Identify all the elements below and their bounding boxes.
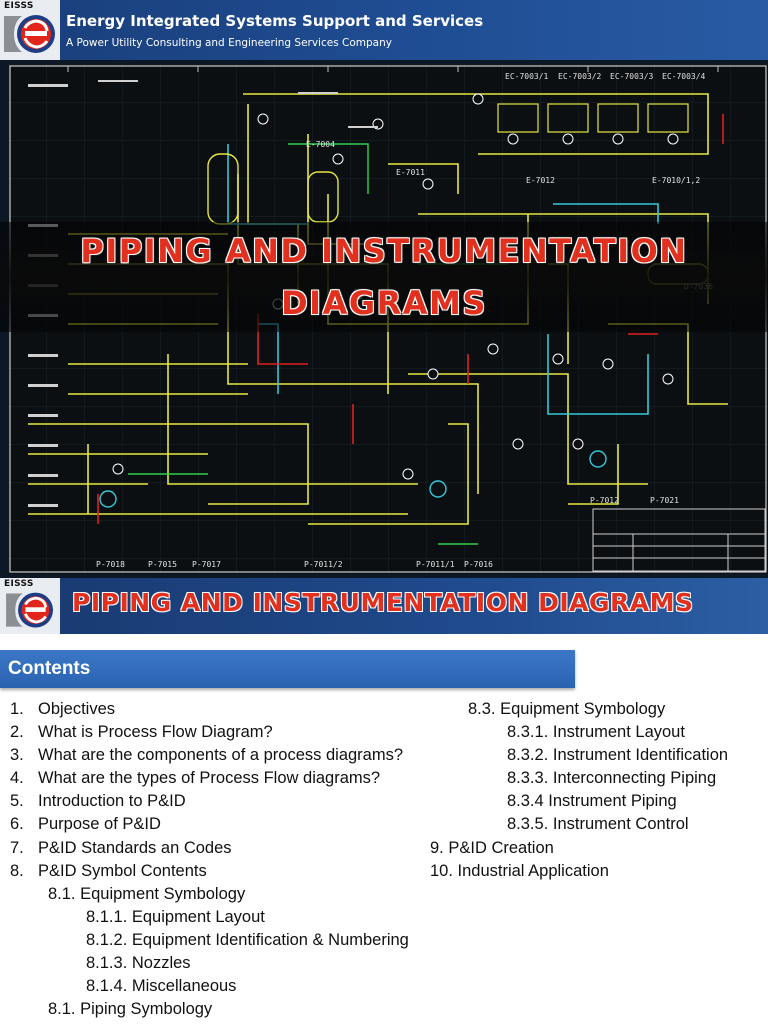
- contents-list-right: 8.3. Equipment Symbology 8.3.1. Instrume…: [430, 698, 728, 883]
- logo-text: EISSS: [4, 579, 34, 589]
- cover-title-line2: DIAGRAMS: [281, 284, 487, 322]
- title-band: [0, 222, 768, 332]
- slide-header: EISSS PIPING AND INSTRUMENTATION DIAGRAM…: [0, 578, 768, 634]
- list-item: 8.1.4. Miscellaneous: [86, 977, 237, 996]
- list-item: 6.Purpose of P&ID: [10, 815, 161, 834]
- list-item: 8.3.3. Interconnecting Piping: [507, 769, 717, 788]
- list-item: 8.1. Piping Symbology: [48, 1000, 213, 1019]
- list-item: 5.Introduction to P&ID: [10, 792, 186, 811]
- list-item: 7.P&ID Standards an Codes: [10, 838, 232, 857]
- logo-text: EISSS: [4, 1, 34, 11]
- logo-emblem-icon: [4, 15, 55, 53]
- list-item: 8.1. Equipment Symbology: [48, 884, 246, 903]
- list-item: 8.3.5. Instrument Control: [507, 815, 689, 834]
- list-item: 4.What are the types of Process Flow dia…: [10, 769, 381, 788]
- list-item: 8.3. Equipment Symbology: [468, 700, 666, 718]
- list-item: 3.What are the components of a process d…: [10, 746, 404, 765]
- list-item: 8.P&ID Symbol Contents: [10, 861, 207, 880]
- company-name: Energy Integrated Systems Support and Se…: [66, 12, 484, 30]
- company-logo: EISSS: [0, 0, 60, 60]
- list-item: 8.1.2. Equipment Identification & Number…: [86, 930, 409, 949]
- slide-title: PIPING AND INSTRUMENTATION DIAGRAMS: [72, 588, 694, 617]
- contents-slide: EISSS PIPING AND INSTRUMENTATION DIAGRAM…: [0, 578, 768, 1024]
- list-item: 8.1.3. Nozzles: [86, 954, 191, 973]
- list-item: 9. P&ID Creation: [430, 838, 554, 857]
- list-item: 10. Industrial Application: [430, 861, 609, 880]
- contents-label: Contents: [8, 658, 91, 679]
- company-header: EISSS Energy Integrated Systems Support …: [0, 0, 768, 60]
- company-tagline: A Power Utility Consulting and Engineeri…: [66, 37, 392, 49]
- list-item: 8.3.2. Instrument Identification: [507, 746, 729, 765]
- list-item: 8.3.4 Instrument Piping: [507, 792, 677, 811]
- list-item: 8.1.1. Equipment Layout: [86, 907, 265, 926]
- contents-header-bar: Contents: [0, 650, 575, 688]
- list-item: 8.3.1. Instrument Layout: [507, 723, 685, 742]
- contents-list-left: 1.Objectives 2.What is Process Flow Diag…: [10, 698, 409, 1021]
- cover-slide: EC-7003/1 EC-7003/2 EC-7003/3 EC-7003/4 …: [0, 0, 768, 578]
- list-item: 1.Objectives: [10, 700, 116, 718]
- cover-title-line1: PIPING AND INSTRUMENTATION: [80, 232, 688, 270]
- logo-emblem-icon: [6, 592, 53, 628]
- list-item: 2.What is Process Flow Diagram?: [10, 723, 273, 742]
- company-logo: EISSS: [0, 578, 60, 634]
